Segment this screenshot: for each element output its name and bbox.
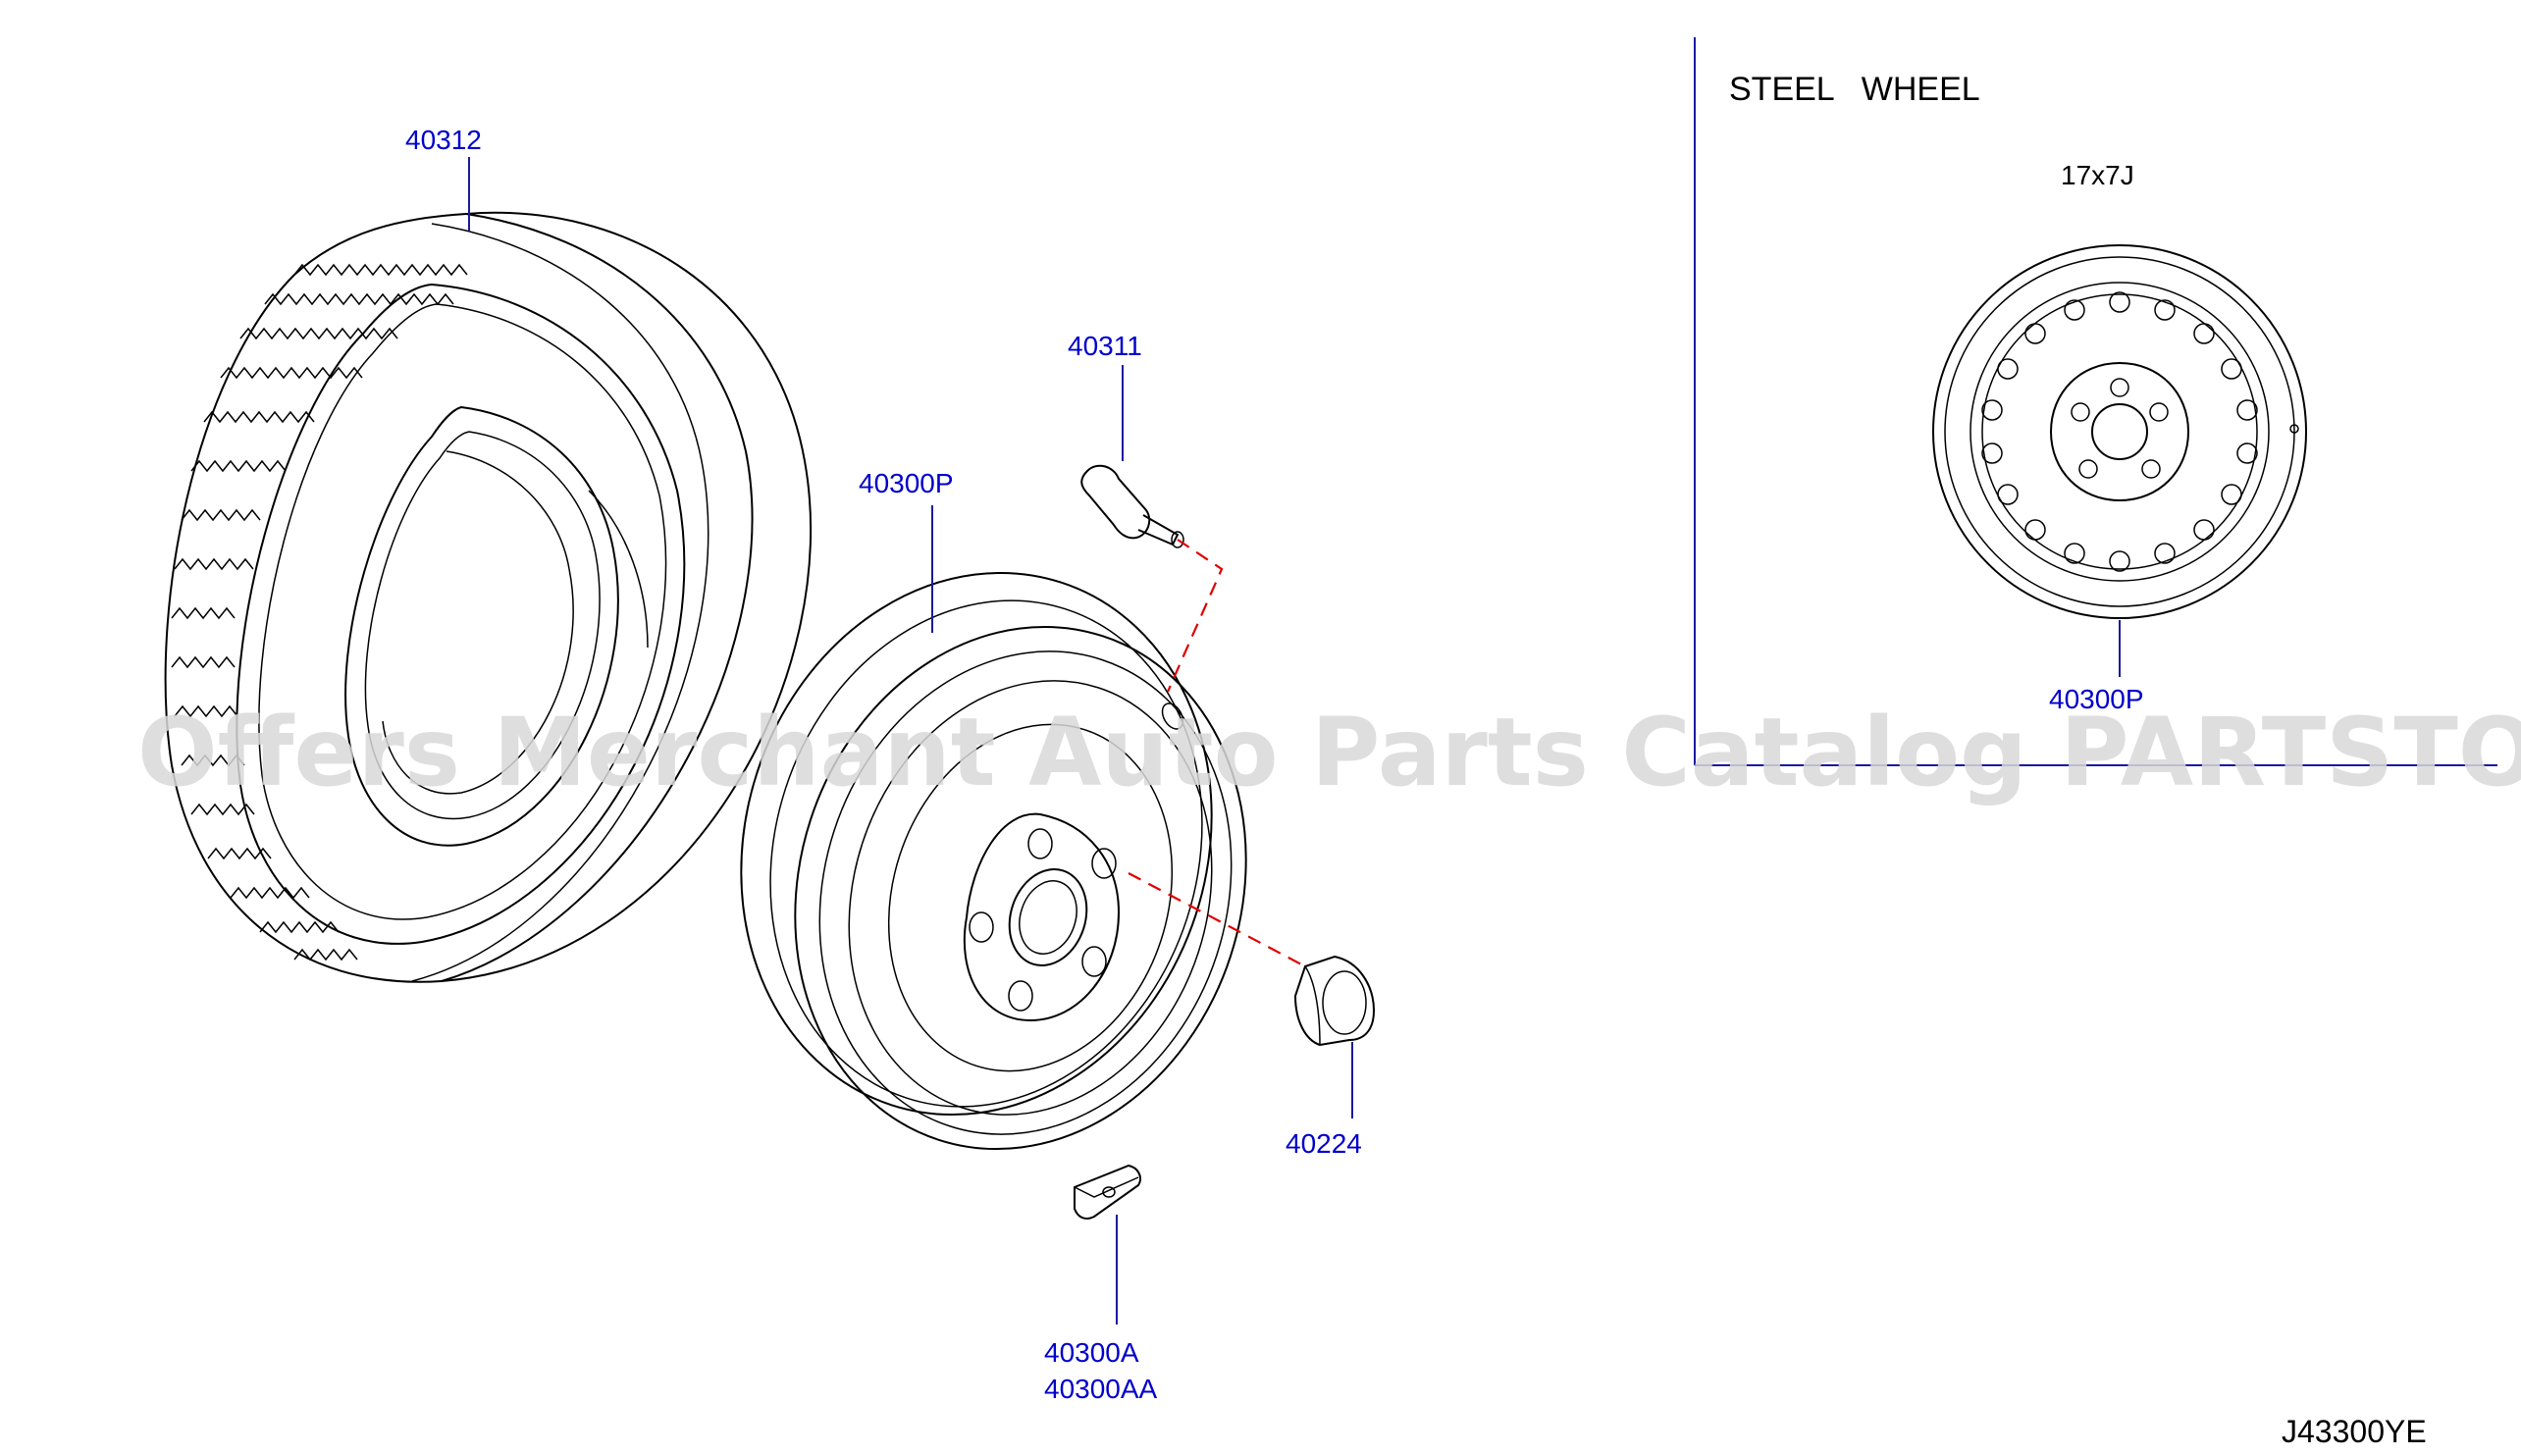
inset-frame [1694,37,2497,766]
inset-size: 17x7J [2061,160,2134,190]
part-label-weight-a[interactable]: 40300A [1044,1337,1139,1368]
balance-weight-drawing [1074,1164,1141,1220]
part-label-weight-aa[interactable]: 40300AA [1044,1374,1158,1404]
assembly-lines [1128,539,1306,967]
part-label-wheel[interactable]: 40300P [859,468,954,498]
tire-drawing [164,211,813,983]
wheel-drawing [740,571,1247,1151]
watermark-text: Offers Merchant Auto Parts Catalog PARTS… [137,698,2521,807]
part-label-nut[interactable]: 40224 [1286,1128,1362,1159]
inset-wheel-drawing [1932,244,2307,619]
part-label-valve[interactable]: 40311 [1068,331,1142,361]
part-label-inset-wheel[interactable]: 40300P [2049,684,2144,714]
lug-nut-drawing [1293,955,1376,1047]
diagram-code: J43300YE [2282,1414,2427,1449]
part-label-tire[interactable]: 40312 [405,125,482,155]
inset-title: STEEL WHEEL [1729,71,1980,108]
valve-stem-drawing [1080,464,1184,548]
